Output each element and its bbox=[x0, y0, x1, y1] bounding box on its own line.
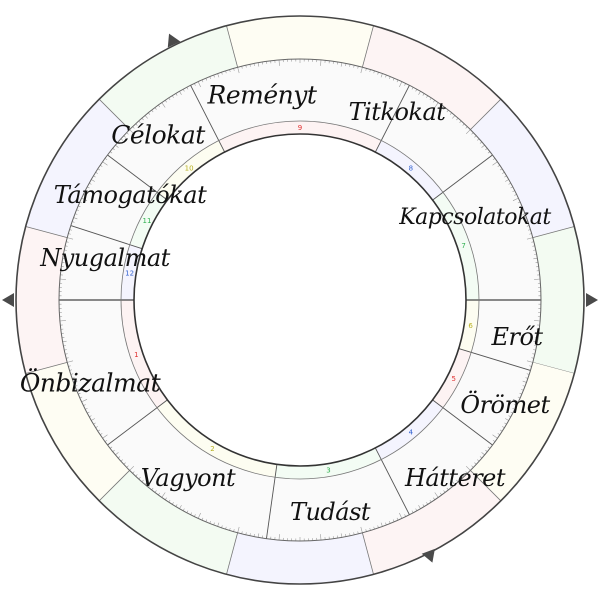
marker-bottom-icon bbox=[421, 548, 435, 563]
house-number-6: 6 bbox=[468, 322, 473, 330]
ring-circles bbox=[15, 15, 585, 585]
house-number-7: 7 bbox=[461, 242, 465, 250]
house-cell-10 bbox=[157, 140, 225, 201]
house-number-8: 8 bbox=[409, 164, 413, 172]
house-cell-5 bbox=[432, 348, 472, 408]
house-label-1: Önbizalmat bbox=[19, 368, 161, 398]
house-cusp-line bbox=[190, 85, 226, 153]
house-number-11: 11 bbox=[143, 217, 152, 225]
outer-divider bbox=[361, 25, 374, 68]
house-cusp-line bbox=[458, 348, 531, 371]
outer-divider bbox=[98, 470, 130, 502]
house-number-4: 4 bbox=[409, 429, 414, 437]
outer-sector bbox=[470, 99, 575, 238]
house-label-7: Kapcsolatokat bbox=[399, 205, 551, 230]
house-cusp-line bbox=[266, 464, 278, 539]
outer-sector bbox=[532, 226, 584, 374]
house-number-1: 1 bbox=[134, 351, 138, 359]
house-label-9: Reményt bbox=[207, 80, 317, 110]
outer-divider bbox=[361, 532, 374, 575]
house-cusp-line bbox=[432, 399, 493, 446]
house-cell-9 bbox=[218, 120, 382, 153]
outer-sector bbox=[362, 470, 501, 575]
tick-circle bbox=[58, 58, 542, 542]
outer-divider bbox=[470, 470, 502, 502]
house-label-6: Erőt bbox=[491, 323, 543, 351]
house-label-3: Tudást bbox=[289, 498, 371, 526]
outer-sector bbox=[15, 226, 68, 374]
house-cell-8 bbox=[375, 140, 443, 201]
house-cell-3 bbox=[275, 447, 382, 479]
outer-divider bbox=[25, 226, 68, 239]
outer-sector bbox=[25, 99, 130, 238]
outer-sector bbox=[25, 362, 130, 501]
outer-divider bbox=[470, 98, 502, 130]
house-cusp-line bbox=[432, 154, 493, 201]
house-number-2: 2 bbox=[210, 445, 214, 453]
outer-divider bbox=[98, 98, 130, 130]
house-number-9: 9 bbox=[298, 124, 302, 132]
angle-markers bbox=[2, 33, 598, 563]
house-label-2: Vagyont bbox=[140, 464, 236, 492]
outer-divider bbox=[226, 25, 239, 68]
outer-sector bbox=[226, 16, 374, 68]
house-cell-4 bbox=[375, 399, 443, 460]
house-cell-11 bbox=[129, 192, 168, 249]
marker-upper-left-icon bbox=[167, 33, 181, 48]
outer-sector bbox=[99, 470, 238, 575]
outer-sector bbox=[362, 25, 501, 130]
house-label-8: Titkokat bbox=[348, 98, 446, 126]
house-cusp-line bbox=[374, 447, 410, 515]
house-number-5: 5 bbox=[451, 375, 455, 383]
house-cell-7 bbox=[432, 192, 479, 300]
house-label-12: Nyugalmat bbox=[40, 244, 170, 272]
house-cell-12 bbox=[121, 244, 143, 300]
house-cusp-line bbox=[374, 85, 410, 153]
house-label-4: Hátteret bbox=[404, 464, 506, 492]
house-label-5: Örömet bbox=[460, 391, 550, 419]
house-cell-6 bbox=[458, 300, 479, 353]
outer-sector bbox=[99, 25, 238, 130]
house-cusp-line bbox=[70, 225, 143, 250]
outer-divider bbox=[532, 226, 575, 239]
house-number-12: 12 bbox=[125, 270, 134, 278]
house-cell-1 bbox=[121, 300, 168, 408]
house-label-10: Célokat bbox=[111, 120, 205, 150]
house-cusp-line bbox=[107, 154, 168, 201]
outer-divider bbox=[226, 532, 239, 575]
outer-zodiac-ring bbox=[15, 16, 584, 584]
outer-circle bbox=[15, 15, 585, 585]
outer-sector bbox=[470, 362, 575, 501]
house-dividers bbox=[59, 85, 541, 539]
marker-right-icon bbox=[586, 293, 598, 307]
outer-sector bbox=[226, 532, 374, 584]
house-cusp-line bbox=[107, 399, 168, 446]
outer-divider bbox=[25, 361, 68, 374]
marker-left-icon bbox=[2, 293, 14, 307]
inner-circle bbox=[133, 133, 467, 467]
house-number-3: 3 bbox=[326, 467, 330, 475]
house-label-11: Támogatókat bbox=[53, 181, 207, 209]
house-outer-circle bbox=[120, 120, 480, 480]
house-number-10: 10 bbox=[185, 164, 194, 172]
